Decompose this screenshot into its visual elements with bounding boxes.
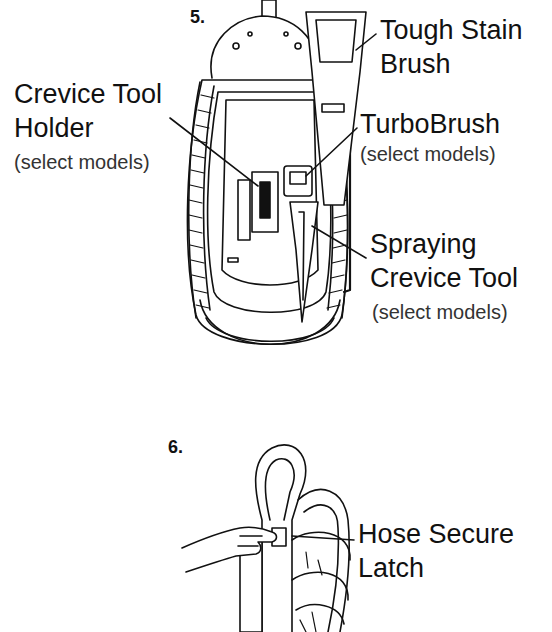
part-name: Tough Stain Brush [380, 14, 523, 82]
model-note: (select models) [360, 142, 496, 167]
part-name: Hose Secure Latch [358, 518, 528, 586]
machine-figure-6 [182, 445, 354, 632]
part-name: TurboBrush [360, 108, 500, 142]
callout-number: 6. [168, 436, 183, 459]
machine-figure-5 [170, 0, 376, 344]
callout-number: 5. [190, 6, 205, 29]
model-note: (select models) [14, 150, 150, 175]
part-name: Crevice Tool Holder [14, 78, 174, 146]
part-name: Spraying Crevice Tool [370, 228, 530, 296]
model-note: (select models) [372, 300, 508, 325]
